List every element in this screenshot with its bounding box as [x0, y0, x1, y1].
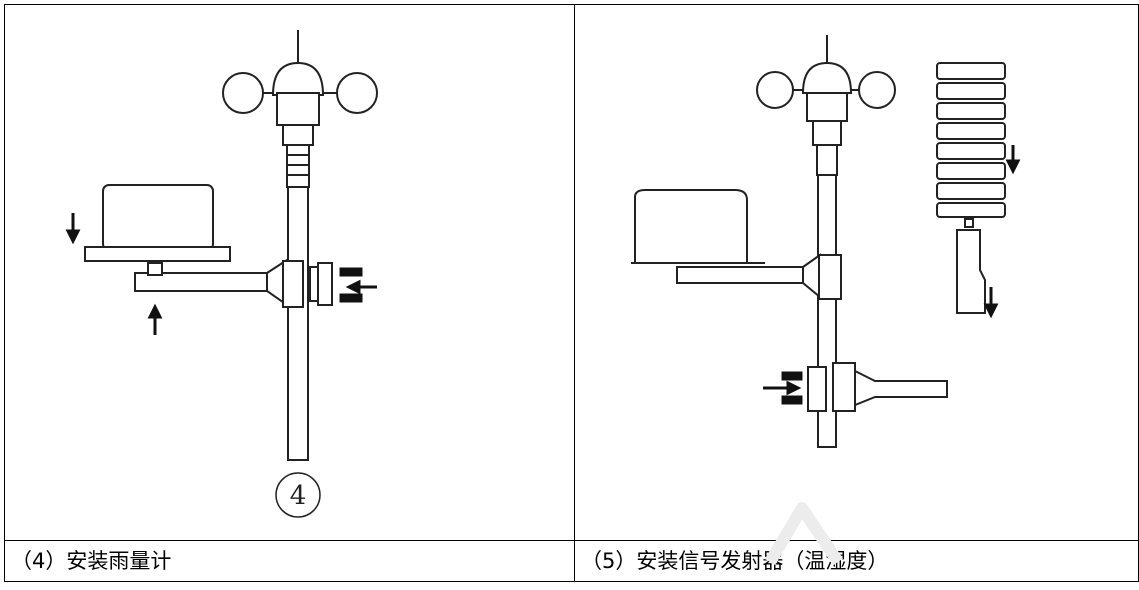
figure-cell-left: 4: [4, 4, 575, 541]
watermark-mark: [764, 502, 843, 566]
sensor-pole: [956, 229, 986, 314]
caption-step-4: （4）安装雨量计: [11, 549, 172, 573]
caption-cell-left: （4）安装雨量计: [4, 540, 575, 582]
hub-neck: [282, 124, 314, 146]
clamp: [317, 262, 333, 306]
cup-right: [858, 71, 896, 109]
cup-left: [756, 71, 794, 109]
rain-gauge-box: [102, 184, 214, 251]
mast-pole: [287, 186, 309, 461]
hub-body: [806, 92, 848, 122]
coupler: [816, 144, 838, 176]
lower-clamp: [807, 366, 827, 412]
bracket-plate: [282, 260, 304, 308]
caption-cell-right: （5）安装信号发射器（温湿度）: [574, 540, 1139, 582]
hub-dome: [271, 61, 325, 96]
rain-gauge-diagram: 4: [65, 30, 378, 518]
lower-arm: [854, 369, 948, 407]
transmitter-diagram: [631, 35, 1021, 448]
cup-right: [336, 72, 378, 114]
rain-gauge-base: [84, 246, 231, 262]
bracket-plate: [818, 254, 842, 300]
transmitter-box: [634, 189, 748, 264]
figure-table: 4: [4, 4, 1139, 582]
hub-dome: [801, 61, 853, 94]
hub-body: [276, 92, 320, 126]
radiation-shield: [936, 62, 1006, 218]
figure-cell-right: [574, 4, 1139, 541]
step-marker-circle: [275, 472, 321, 518]
caption-step-5: （5）安装信号发射器（温湿度）: [581, 549, 889, 573]
hub-neck: [812, 120, 842, 146]
cup-left: [222, 72, 264, 114]
arm-peg: [147, 262, 163, 276]
step-marker-number: 4: [290, 481, 307, 511]
